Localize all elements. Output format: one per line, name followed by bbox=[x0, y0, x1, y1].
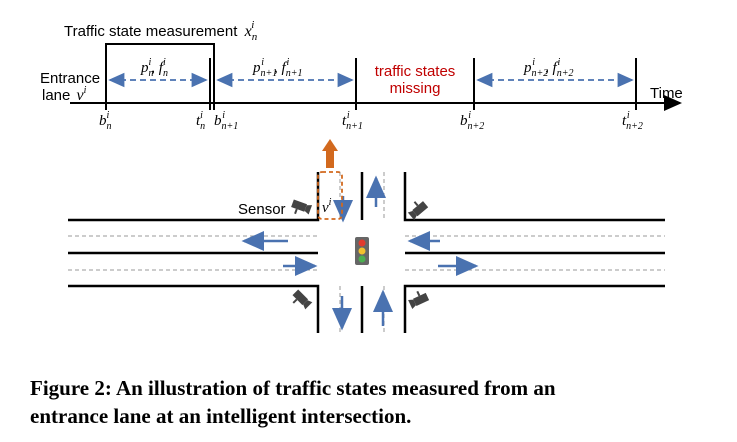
road-edge bbox=[403, 284, 665, 333]
intersection: vi Sensor bbox=[68, 139, 665, 333]
timeline: Traffic state measurement xni Entrance l… bbox=[40, 19, 683, 132]
measurement-label: Traffic state measurement xni bbox=[64, 19, 258, 43]
missing-label-line1: traffic states bbox=[375, 63, 456, 80]
interval-label-2: pn+1i, fn+1i bbox=[252, 57, 302, 79]
caption-line-2: entrance lane at an intelligent intersec… bbox=[30, 404, 412, 428]
camera-icon bbox=[407, 201, 429, 221]
tick-label-b-n1: bn+1i bbox=[214, 110, 238, 132]
tick-label-t-n1: tn+1i bbox=[342, 110, 363, 132]
figure-caption: Figure 2: An illustration of traffic sta… bbox=[30, 374, 730, 430]
camera-icon bbox=[408, 290, 430, 310]
interval-label-3: pn+2i, fn+2i bbox=[523, 57, 573, 79]
time-label: Time bbox=[650, 85, 683, 102]
tick-label-t-n2: tn+2i bbox=[622, 110, 643, 132]
camera-icon bbox=[292, 289, 313, 310]
vehicle-box bbox=[317, 171, 343, 220]
vehicle-label: vi bbox=[322, 197, 332, 216]
interval-label-1: pni, fni bbox=[140, 57, 168, 79]
caption-line-1: Figure 2: An illustration of traffic sta… bbox=[30, 376, 556, 400]
road-edge bbox=[403, 172, 665, 222]
tick-label-b-n2: bn+2i bbox=[460, 110, 484, 132]
sensor-label: Sensor bbox=[238, 201, 286, 218]
entrance-label-line1: Entrance bbox=[40, 70, 100, 87]
traffic-light-icon bbox=[355, 237, 369, 265]
entrance-label-line2: lane vi bbox=[42, 85, 87, 104]
tick-label-t-n: tni bbox=[196, 110, 205, 132]
road-edge bbox=[68, 172, 320, 222]
tick-label-b-n: bni bbox=[99, 110, 112, 132]
missing-label-line2: missing bbox=[390, 80, 441, 97]
road-edge bbox=[68, 284, 320, 333]
vehicle-direction-arrow bbox=[322, 139, 338, 168]
camera-icon bbox=[291, 199, 313, 215]
